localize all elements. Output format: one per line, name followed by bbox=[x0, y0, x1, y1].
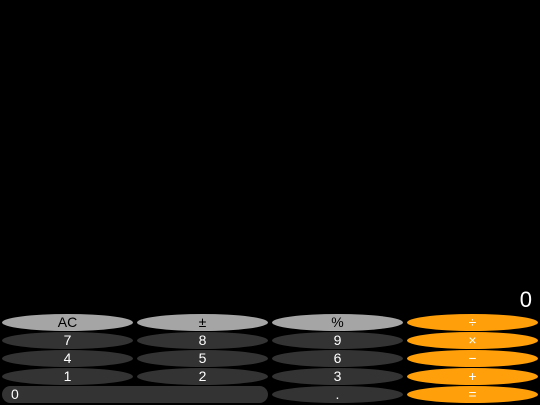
digit-7-button[interactable]: 7 bbox=[2, 332, 133, 349]
subtract-button[interactable]: − bbox=[407, 350, 538, 367]
digit-8-button[interactable]: 8 bbox=[137, 332, 268, 349]
digit-0-button[interactable]: 0 bbox=[2, 386, 268, 403]
digit-9-button[interactable]: 9 bbox=[272, 332, 403, 349]
keypad-row-1: AC ± % ÷ bbox=[0, 314, 540, 332]
keypad-row-3: 4 5 6 − bbox=[0, 350, 540, 368]
digit-5-button[interactable]: 5 bbox=[137, 350, 268, 367]
percent-button[interactable]: % bbox=[272, 314, 403, 331]
all-clear-button[interactable]: AC bbox=[2, 314, 133, 331]
digit-6-button[interactable]: 6 bbox=[272, 350, 403, 367]
digit-2-button[interactable]: 2 bbox=[137, 368, 268, 385]
plus-minus-button[interactable]: ± bbox=[137, 314, 268, 331]
decimal-button[interactable]: . bbox=[272, 386, 403, 403]
digit-4-button[interactable]: 4 bbox=[2, 350, 133, 367]
digit-1-button[interactable]: 1 bbox=[2, 368, 133, 385]
digit-3-button[interactable]: 3 bbox=[272, 368, 403, 385]
keypad-row-5: 0 . = bbox=[0, 386, 540, 404]
add-button[interactable]: + bbox=[407, 368, 538, 385]
keypad-row-4: 1 2 3 + bbox=[0, 368, 540, 386]
keypad-row-2: 7 8 9 × bbox=[0, 332, 540, 350]
divide-button[interactable]: ÷ bbox=[407, 314, 538, 331]
result-display: 0 bbox=[519, 287, 532, 312]
equals-button[interactable]: = bbox=[407, 386, 538, 403]
multiply-button[interactable]: × bbox=[407, 332, 538, 349]
keypad: AC ± % ÷ 7 8 9 × 4 5 6 − 1 2 3 + 0 . = bbox=[0, 314, 540, 404]
